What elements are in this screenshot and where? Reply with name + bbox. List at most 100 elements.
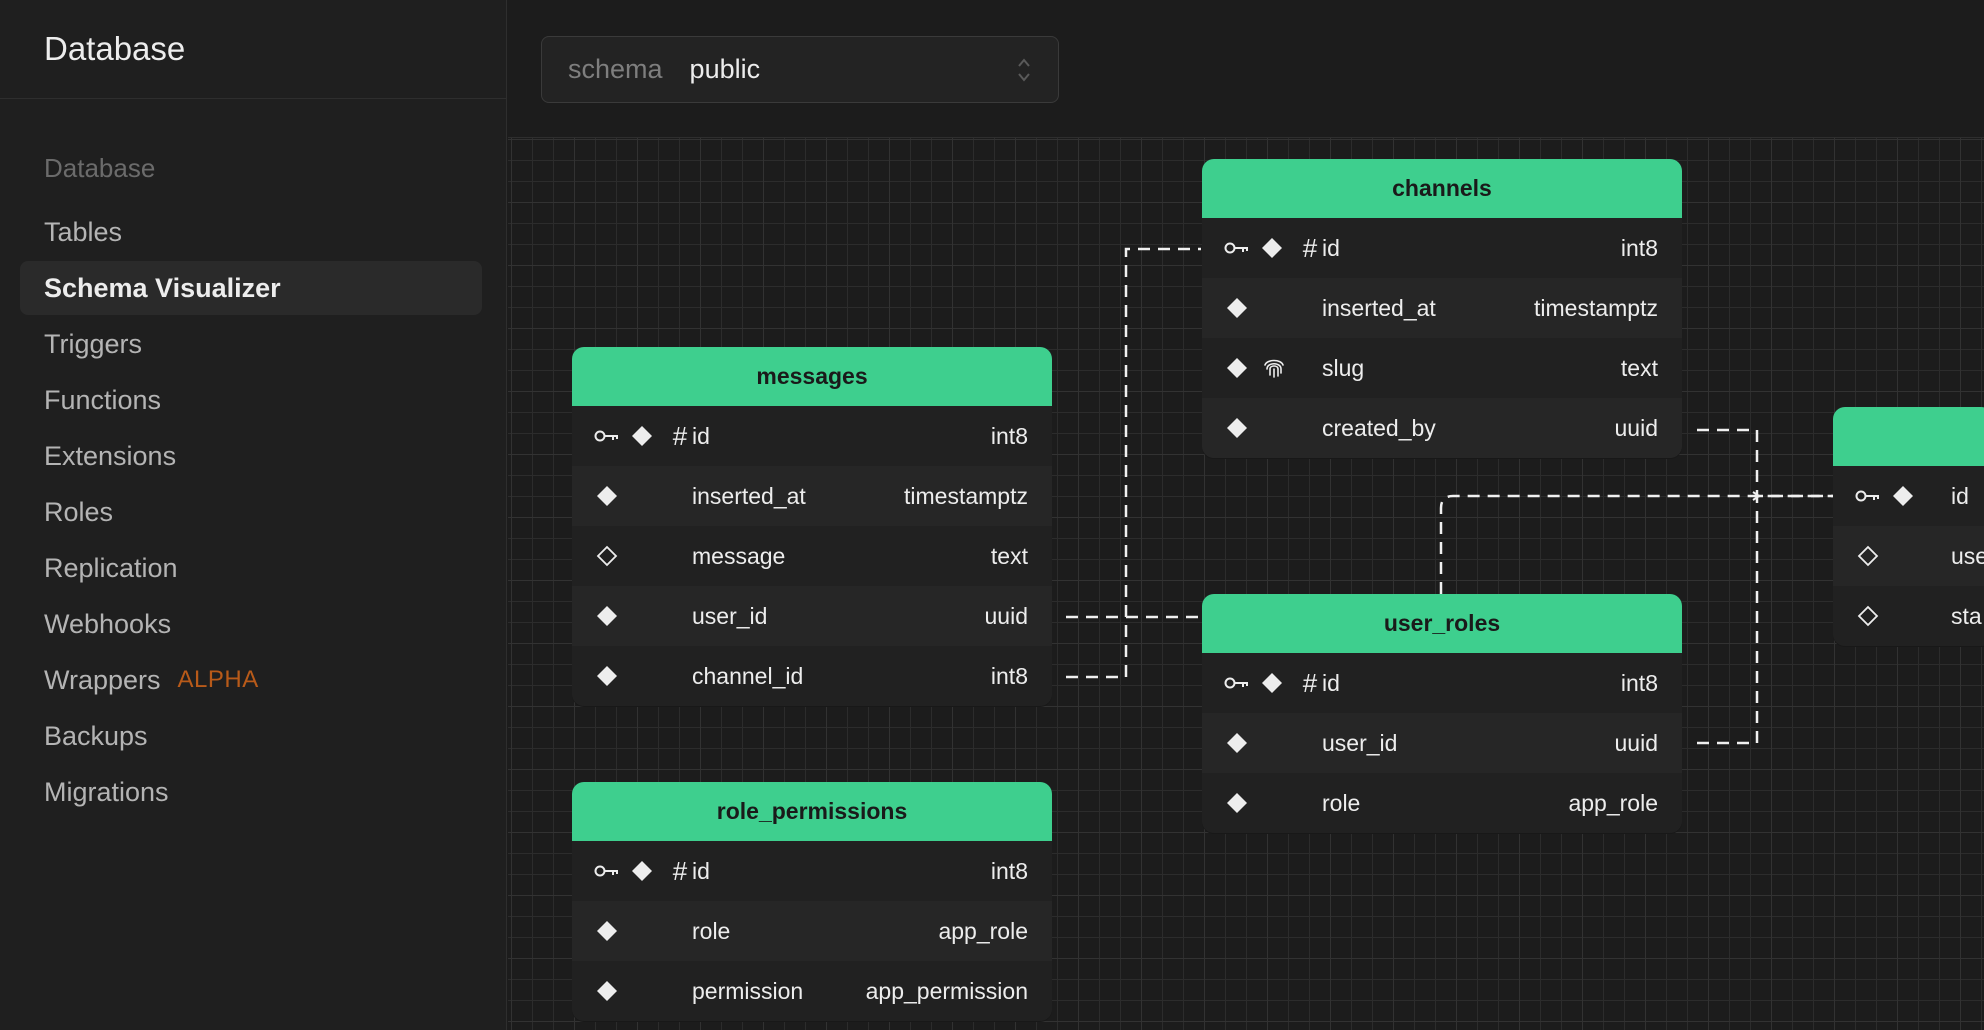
table-row: id (1833, 466, 1984, 526)
column-name: message (692, 542, 786, 569)
column-name: id (692, 857, 710, 884)
sidebar-item-label: Backups (44, 720, 148, 751)
column-name: role (1322, 789, 1361, 816)
table-row: user_id uuid (1202, 713, 1682, 773)
sidebar-item-functions[interactable]: Functions (20, 373, 482, 427)
sidebar-item-label: Schema Visualizer (44, 272, 281, 303)
sidebar: Database Database Tables Schema Visualiz… (0, 0, 507, 1030)
schema-select[interactable]: schema public (541, 36, 1059, 103)
filled-diamond-icon (1227, 418, 1247, 438)
table-row: # id int8 (1202, 218, 1682, 278)
column-name: sta (1951, 602, 1982, 629)
table-header: role_permissions (572, 782, 1052, 841)
relationship-lines (1066, 247, 1833, 745)
outline-diamond-icon (1857, 545, 1879, 567)
schema-select-value: public (689, 54, 761, 84)
schema-canvas[interactable]: channels # id int8 inserted_at timestamp… (508, 138, 1984, 1030)
table-header: channels (1202, 159, 1682, 218)
sidebar-item-roles[interactable]: Roles (20, 485, 482, 539)
column-type: int8 (990, 857, 1028, 884)
sidebar-item-label: Migrations (44, 776, 169, 807)
filled-diamond-icon (597, 981, 617, 1001)
column-name: inserted_at (1322, 294, 1436, 321)
column-name: id (1951, 482, 1969, 509)
table-role-permissions[interactable]: role_permissions # id int8 role app_role… (572, 782, 1052, 1021)
column-name: slug (1322, 354, 1365, 381)
sidebar-item-wrappers[interactable]: Wrappers ALPHA (20, 653, 482, 707)
column-name: user_id (1322, 729, 1398, 756)
table-messages[interactable]: messages # id int8 inserted_at timestamp… (572, 347, 1052, 706)
key-icon (1855, 490, 1879, 502)
edge-messages-channel-id (1066, 247, 1201, 679)
column-name: id (1322, 669, 1340, 696)
table-header: user_roles (1202, 594, 1682, 653)
outline-diamond-icon (1857, 605, 1879, 627)
column-name: use (1951, 542, 1984, 569)
sidebar-nav: Tables Schema Visualizer Triggers Functi… (20, 205, 482, 821)
table-row: permission app_permission (572, 961, 1052, 1021)
sidebar-item-replication[interactable]: Replication (20, 541, 482, 595)
column-type: uuid (984, 602, 1028, 629)
key-icon (594, 865, 618, 877)
edge-user-roles-top (1439, 494, 1833, 594)
column-type: uuid (1614, 729, 1658, 756)
column-type: int8 (990, 662, 1028, 689)
table-row: sta (1833, 586, 1984, 646)
sidebar-item-label: Roles (44, 496, 114, 527)
table-user-roles[interactable]: user_roles # id int8 user_id uuid role a… (1202, 594, 1682, 833)
column-type: timestamptz (904, 482, 1028, 509)
column-name: role (692, 917, 731, 944)
filled-diamond-icon (597, 666, 617, 686)
table-row: # id int8 (1202, 653, 1682, 713)
table-row: # id int8 (572, 841, 1052, 901)
sidebar-item-tables[interactable]: Tables (20, 205, 482, 259)
table-row: role app_role (1202, 773, 1682, 833)
column-name: channel_id (692, 662, 804, 689)
sidebar-item-label: Triggers (44, 328, 143, 359)
column-type: timestamptz (1534, 294, 1658, 321)
filled-diamond-icon (597, 486, 617, 506)
sidebar-item-triggers[interactable]: Triggers (20, 317, 482, 371)
table-row: channel_id int8 (572, 646, 1052, 706)
sidebar-item-webhooks[interactable]: Webhooks (20, 597, 482, 651)
hash-icon: # (1302, 232, 1318, 263)
column-type: int8 (1620, 234, 1658, 261)
hash-icon: # (1302, 667, 1318, 698)
column-type: app_permission (865, 977, 1028, 1004)
sidebar-item-migrations[interactable]: Migrations (20, 765, 482, 819)
filled-diamond-icon (1227, 733, 1247, 753)
table-row: # id int8 (572, 406, 1052, 466)
column-name: created_by (1322, 414, 1436, 441)
sidebar-item-label: Tables (44, 216, 123, 247)
table-header: messages (572, 347, 1052, 406)
alpha-badge: ALPHA (177, 666, 259, 693)
table-row: role app_role (572, 901, 1052, 961)
edge-user-roles-user-id (1697, 496, 1759, 745)
table-partial-right[interactable]: id use sta (1833, 407, 1984, 646)
column-type: int8 (1620, 669, 1658, 696)
table-row: use (1833, 526, 1984, 586)
table-channels[interactable]: channels # id int8 inserted_at timestamp… (1202, 159, 1682, 458)
key-icon (594, 430, 618, 442)
column-type: uuid (1614, 414, 1658, 441)
sidebar-item-backups[interactable]: Backups (20, 709, 482, 763)
column-name: inserted_at (692, 482, 806, 509)
filled-diamond-icon (1227, 298, 1247, 318)
filled-diamond-icon (1227, 793, 1247, 813)
sidebar-item-label: Replication (44, 552, 178, 583)
edge-arrow-icon (1752, 491, 1761, 501)
key-icon (1224, 242, 1248, 254)
filled-diamond-icon (1227, 358, 1247, 378)
sidebar-item-label: Functions (44, 384, 162, 415)
main-panel: schema public (508, 0, 1984, 1030)
filled-diamond-icon (1262, 238, 1282, 258)
sidebar-item-label: Webhooks (44, 608, 172, 639)
edge-channels-created-by (1697, 428, 1833, 498)
sidebar-item-extensions[interactable]: Extensions (20, 429, 482, 483)
sidebar-item-schema-visualizer[interactable]: Schema Visualizer (20, 261, 482, 315)
column-type: text (990, 542, 1028, 569)
filled-diamond-icon (632, 426, 652, 446)
fingerprint-icon (1264, 359, 1284, 378)
column-name: user_id (692, 602, 768, 629)
column-name: id (692, 422, 710, 449)
